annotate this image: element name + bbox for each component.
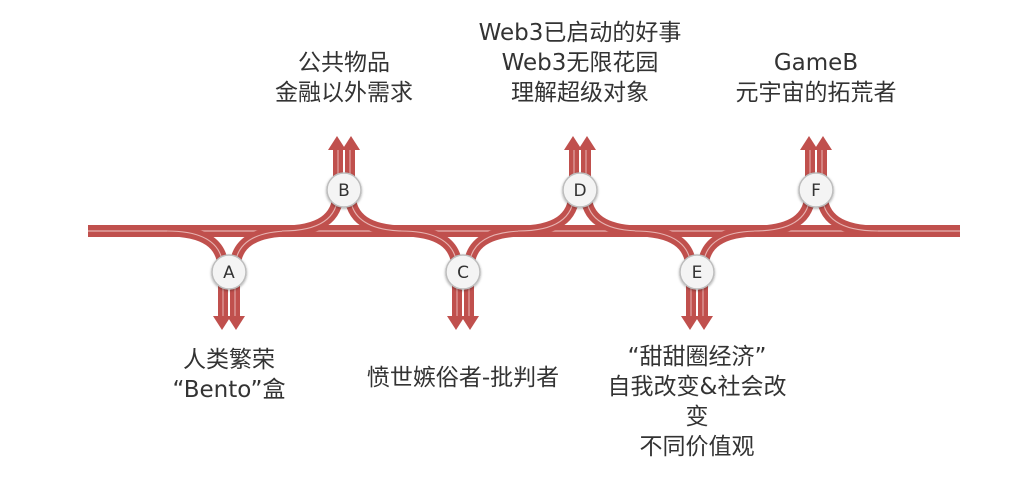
label-b-line-2: 金融以外需求 <box>275 80 413 106</box>
label-f: GameB 元宇宙的拓荒者 <box>711 48 921 108</box>
label-e-line-2: 自我改变&社会改 <box>607 374 787 400</box>
label-a: 人类繁荣 “Bento”盒 <box>144 345 314 405</box>
label-d-line-2: Web3无限花园 <box>501 50 659 76</box>
node-a: A <box>211 254 247 290</box>
label-c: 愤世嫉俗者-批判者 <box>333 363 593 393</box>
label-d: Web3已启动的好事 Web3无限花园 理解超级对象 <box>460 18 700 108</box>
node-c-letter: C <box>457 263 469 283</box>
label-e-line-4: 不同价值观 <box>639 434 755 460</box>
node-f: F <box>798 172 834 208</box>
node-e-letter: E <box>692 263 703 283</box>
label-f-line-2: 元宇宙的拓荒者 <box>735 80 897 106</box>
label-e: “甜甜圈经济” 自我改变&社会改 变 不同价值观 <box>592 342 802 462</box>
label-c-line-1: 愤世嫉俗者-批判者 <box>366 365 560 391</box>
node-c: C <box>445 254 481 290</box>
label-e-line-1: “甜甜圈经济” <box>627 344 767 370</box>
label-a-line-2: “Bento”盒 <box>172 377 286 403</box>
label-d-line-1: Web3已启动的好事 <box>478 20 682 46</box>
node-a-letter: A <box>223 263 235 283</box>
label-b: 公共物品 金融以外需求 <box>254 48 434 108</box>
label-f-line-1: GameB <box>773 50 859 76</box>
node-f-letter: F <box>811 181 821 201</box>
label-e-line-3: 变 <box>685 404 709 430</box>
node-b-letter: B <box>338 181 350 201</box>
node-d-letter: D <box>573 181 586 201</box>
label-a-line-1: 人类繁荣 <box>183 347 275 373</box>
node-b: B <box>326 172 362 208</box>
node-e: E <box>679 254 715 290</box>
node-d: D <box>562 172 598 208</box>
label-b-line-1: 公共物品 <box>298 50 390 76</box>
label-d-line-3: 理解超级对象 <box>511 80 649 106</box>
